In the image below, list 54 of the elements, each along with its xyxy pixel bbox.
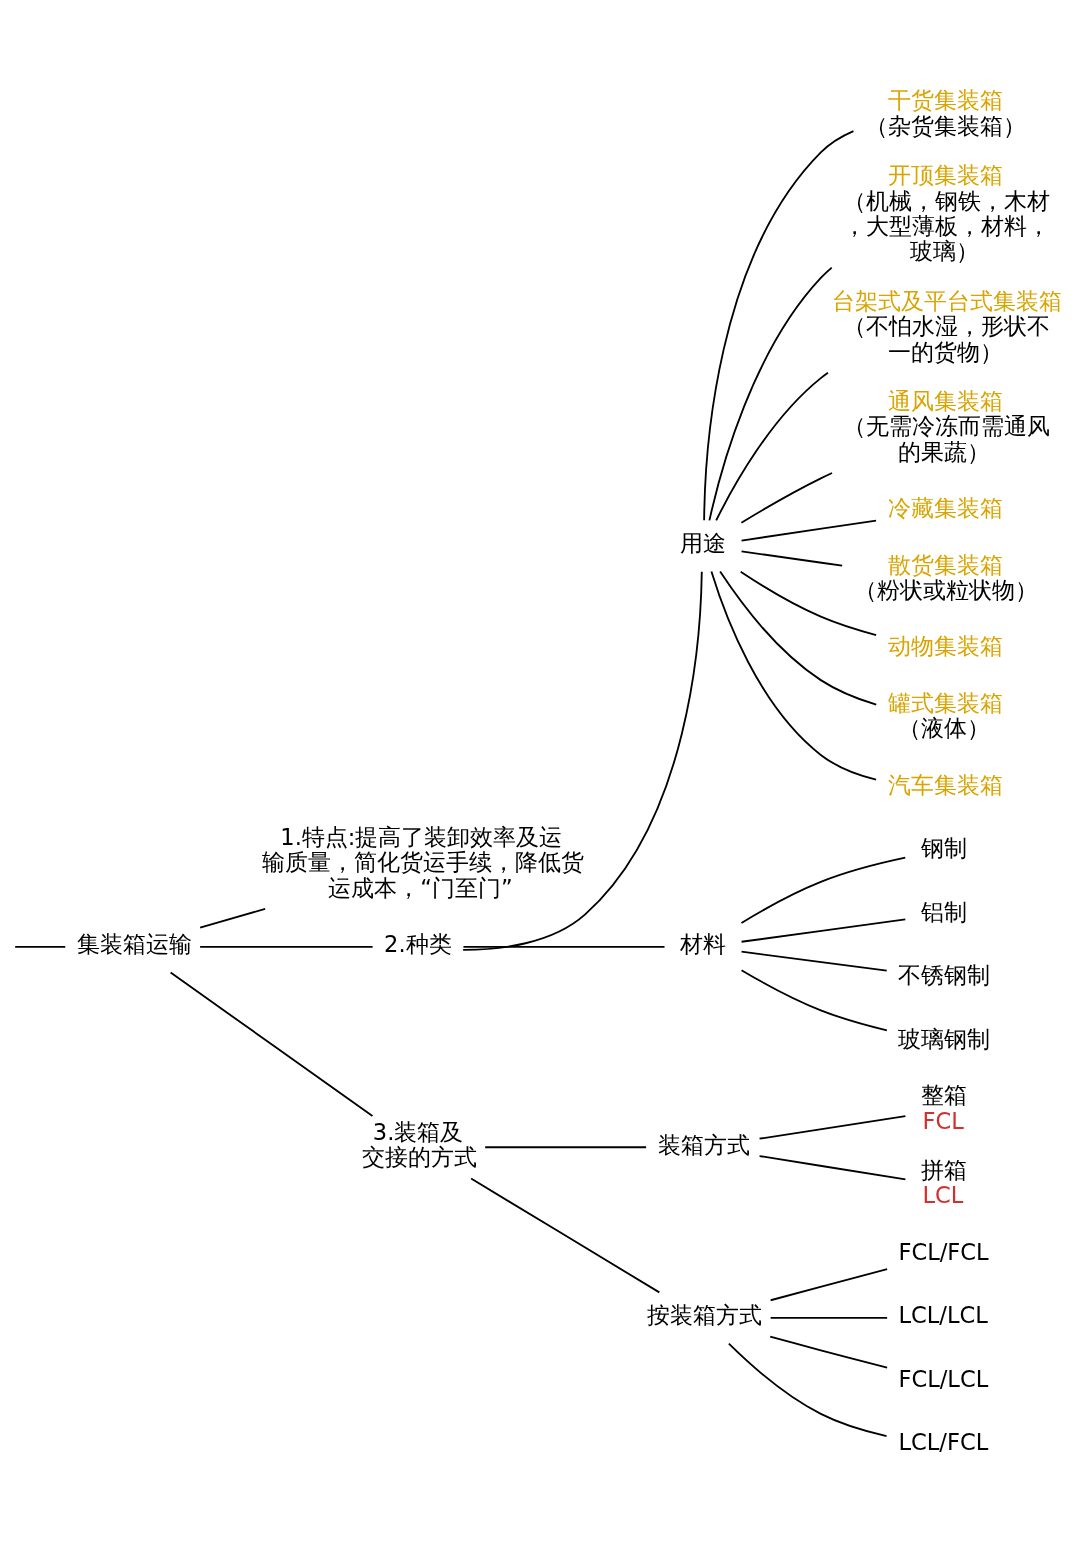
node-text: 不锈钢制	[898, 961, 991, 988]
node-text: 装箱方式	[657, 1131, 750, 1158]
connector	[740, 549, 844, 567]
node-text: 台架式及平台式集装箱 （不怕水湿，形状不一的货物）	[832, 287, 1063, 365]
node-text: 拼箱 LCL	[921, 1156, 967, 1208]
node-text: 干货集装箱 （杂货集装箱）	[865, 86, 1027, 139]
connector	[740, 950, 888, 972]
connector	[169, 971, 374, 1117]
connector	[484, 1145, 648, 1148]
node-text: 3.装箱及交接的方式	[362, 1118, 478, 1170]
node-text: 罐式集装箱 （液体）	[887, 689, 1003, 741]
connector	[715, 371, 829, 521]
connector	[740, 471, 833, 524]
node-text: FCL/FCL	[898, 1238, 989, 1265]
node-text: 按装箱方式	[647, 1301, 763, 1328]
node-text: 开顶集装箱 （机械，钢铁，木材，大型薄板，材料，玻璃）	[843, 161, 1051, 264]
connector	[470, 1177, 661, 1293]
connector	[14, 945, 67, 948]
connector	[758, 1154, 907, 1180]
node-text: 钢制	[921, 834, 967, 861]
connector	[462, 945, 666, 948]
connector	[727, 1342, 888, 1437]
connector	[740, 519, 877, 541]
node-text: 玻璃钢制	[898, 1025, 991, 1052]
connector	[739, 570, 878, 636]
node-text: 用途	[680, 529, 727, 556]
node-text: 通风集装箱 （无需冷冻而需通风的果蔬）	[843, 387, 1051, 465]
connector	[740, 968, 888, 1031]
connector	[708, 266, 833, 521]
node-text: FCL/LCL	[898, 1365, 989, 1392]
connector	[719, 570, 878, 706]
node-text: 2.种类	[384, 930, 452, 957]
connector	[769, 1316, 889, 1319]
connector	[710, 570, 877, 781]
connector	[758, 1114, 907, 1140]
connector	[703, 129, 855, 521]
node-text: 集装箱运输	[77, 930, 193, 957]
node-text: LCL/FCL	[898, 1428, 989, 1455]
node-text: 动物集装箱	[887, 632, 1003, 659]
connector	[769, 1335, 889, 1369]
connector	[769, 1267, 889, 1301]
connector	[462, 570, 703, 951]
node-text: 散货集装箱 （粉状或粒状物）	[853, 551, 1038, 603]
node-text: 冷藏集装箱	[887, 494, 1003, 521]
node-text: 1.特点:提高了装卸效率及运输质量，简化货运手续，降低货运成本，“门至门”	[262, 823, 585, 901]
connector	[740, 918, 907, 943]
node-text: 铝制	[921, 898, 967, 925]
node-text: 汽车集装箱	[887, 771, 1003, 798]
connector	[199, 907, 267, 929]
connector	[740, 856, 907, 924]
node-text: 整箱 FCL	[921, 1081, 967, 1134]
node-text: LCL/LCL	[898, 1301, 988, 1328]
node-text: 材料	[680, 930, 727, 957]
connector	[199, 945, 374, 948]
